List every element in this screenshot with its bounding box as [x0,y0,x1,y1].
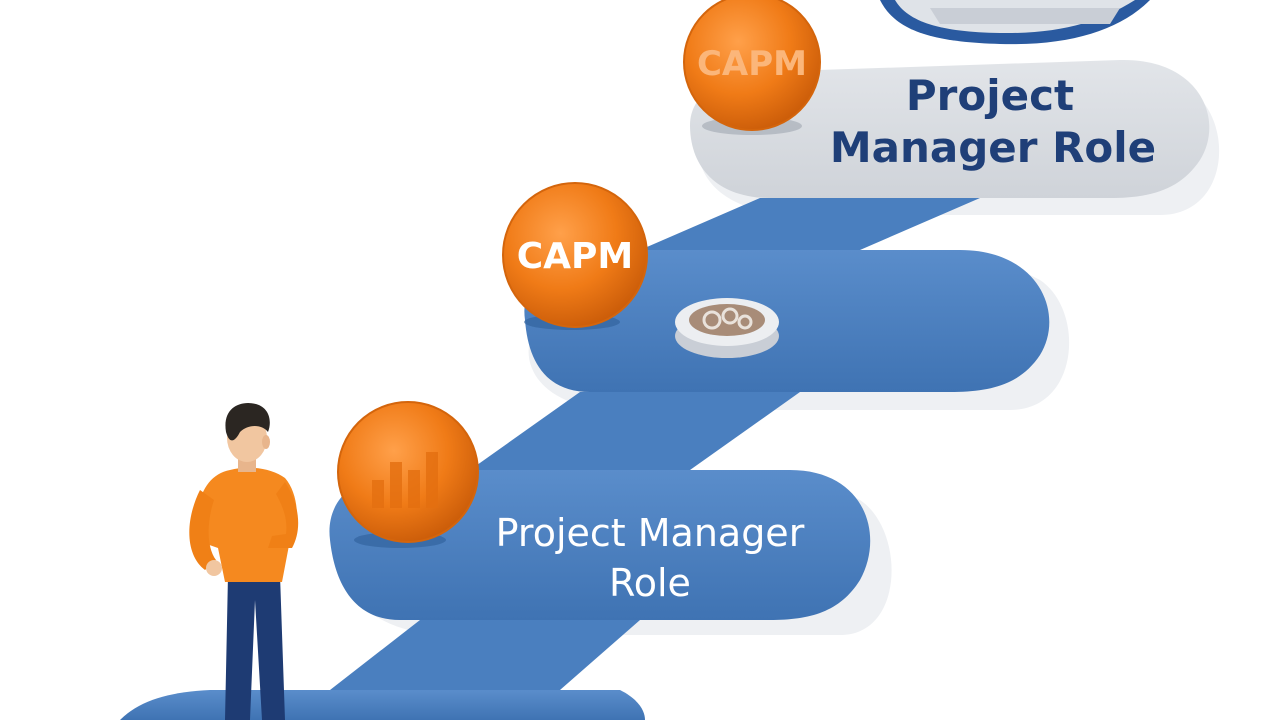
middle-road-segment [524,250,1050,392]
top-coin-label: CAPM [697,44,807,84]
top-capm-coin: CAPM [683,0,821,135]
bottom-step-label-line1: Project Manager [496,511,805,555]
top-road-segment [690,59,1210,199]
gear-icon [675,298,779,358]
road-connector-lower [470,392,800,470]
road-connector-upper [640,198,980,250]
middle-step: CAPM [502,182,1050,392]
person-figure [189,403,299,720]
bar-chart-icon [372,452,438,508]
bottom-step: Project Manager Role [329,401,871,620]
bottom-coin [337,401,479,548]
middle-coin-label: CAPM [517,236,634,277]
top-step-label-line2: Manager Role [830,123,1156,172]
top-step: CAPM Project Manager Role [683,0,1210,199]
device-icon [880,0,1150,45]
road-connector-bottom [330,620,640,690]
bottom-step-label-line2: Role [609,561,691,605]
middle-capm-coin: CAPM [502,182,648,330]
start-road-segment [120,690,645,720]
top-step-label-line1: Project [906,71,1074,120]
